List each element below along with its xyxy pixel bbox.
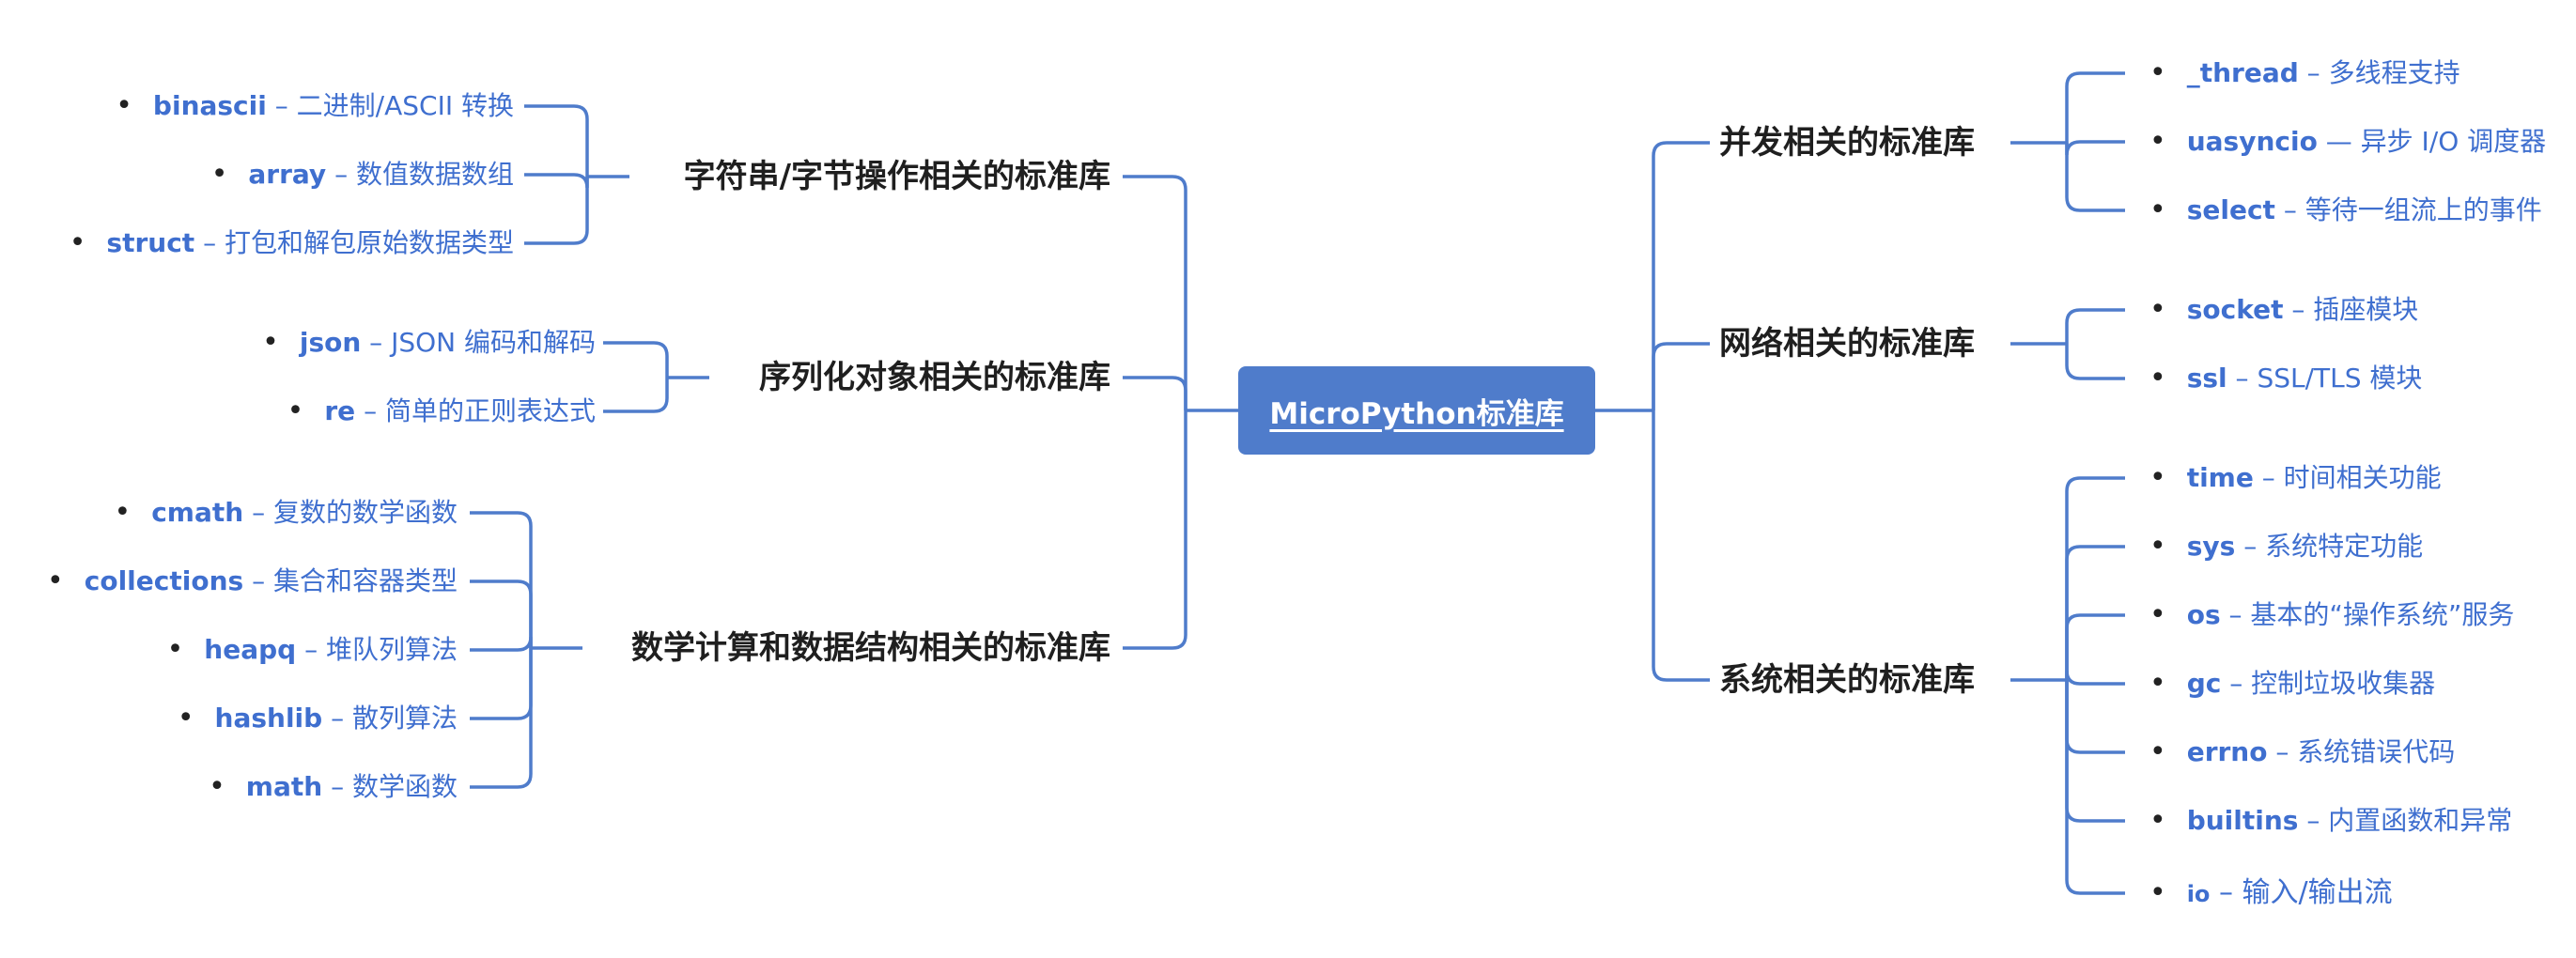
- right-branch-connector: [1652, 410, 1710, 682]
- leaf-errno[interactable]: •errno – 系统错误代码: [2149, 735, 2456, 768]
- leaf-os[interactable]: •os – 基本的“操作系统”服务: [2149, 598, 2515, 631]
- branch-system[interactable]: 系统相关的标准库: [1719, 661, 1975, 699]
- left-leaf-connector: [524, 173, 589, 189]
- left-leaf-connector: [470, 636, 533, 652]
- leaf-ssl[interactable]: •ssl – SSL/TLS 模块: [2149, 362, 2423, 394]
- leaf-math[interactable]: •math – 数学函数: [209, 770, 458, 803]
- leaf-thread[interactable]: •_thread – 多线程支持: [2149, 56, 2460, 89]
- left-branch-connector: [1123, 376, 1187, 410]
- bullet-icon: •: [69, 226, 86, 259]
- bullet-icon: •: [2149, 876, 2166, 909]
- bullet-icon: •: [262, 326, 279, 359]
- bullet-icon: •: [2149, 125, 2166, 158]
- left-leaf-connector: [524, 177, 589, 245]
- bullet-icon: •: [166, 633, 184, 666]
- bullet-icon: •: [2149, 804, 2166, 837]
- bullet-icon: •: [116, 89, 132, 122]
- right-leaf-connector: [2065, 613, 2125, 680]
- bullet-icon: •: [2149, 461, 2166, 494]
- left-leaf-connector: [470, 648, 533, 789]
- branch-network[interactable]: 网络相关的标准库: [1719, 325, 1975, 363]
- left-leaf-connector: [603, 341, 669, 378]
- bullet-icon: •: [2149, 530, 2166, 563]
- leaf-builtins[interactable]: •builtins – 内置函数和异常: [2149, 804, 2513, 837]
- bullet-icon: •: [2149, 293, 2166, 326]
- left-leaf-connector: [470, 648, 533, 720]
- bullet-icon: •: [2149, 598, 2166, 631]
- leaf-time[interactable]: •time – 时间相关功能: [2149, 461, 2442, 494]
- bullet-icon: •: [47, 564, 64, 597]
- bullet-icon: •: [2149, 193, 2166, 226]
- branch-math-datastructures[interactable]: 数学计算和数据结构相关的标准库: [631, 629, 1110, 667]
- leaf-gc[interactable]: •gc – 控制垃圾收集器: [2149, 667, 2436, 700]
- left-leaf-connector: [470, 511, 533, 648]
- right-leaf-connector: [2065, 344, 2125, 380]
- leaf-binascii[interactable]: •binascii – 二进制/ASCII 转换: [116, 89, 514, 122]
- left-leaf-connector: [470, 579, 533, 648]
- branch-concurrency[interactable]: 并发相关的标准库: [1719, 124, 1975, 162]
- left-branch-connector: [1123, 410, 1187, 650]
- leaf-struct[interactable]: •struct – 打包和解包原始数据类型: [69, 226, 514, 259]
- right-branch-connector: [1652, 141, 1710, 410]
- right-branch-connector: [1652, 342, 1710, 410]
- right-leaf-connector: [2065, 308, 2125, 344]
- leaf-socket[interactable]: •socket – 插座模块: [2149, 293, 2419, 326]
- leaf-json[interactable]: •json – JSON 编码和解码: [262, 326, 596, 359]
- leaf-io[interactable]: •io – 输入/输出流: [2149, 876, 2393, 909]
- right-leaf-connector: [2065, 143, 2125, 212]
- bullet-icon: •: [2149, 56, 2166, 89]
- leaf-hashlib[interactable]: •hashlib – 散列算法: [177, 702, 458, 734]
- bullet-icon: •: [2149, 362, 2166, 394]
- right-leaf-connector: [2065, 545, 2125, 680]
- left-branch-connector: [1123, 175, 1187, 410]
- right-leaf-connector: [2065, 476, 2125, 680]
- bullet-icon: •: [2149, 735, 2166, 768]
- leaf-sys[interactable]: •sys – 系统特定功能: [2149, 530, 2424, 563]
- right-leaf-connector: [2065, 71, 2125, 143]
- bullet-icon: •: [287, 394, 304, 427]
- leaf-re[interactable]: •re – 简单的正则表达式: [287, 394, 596, 427]
- branch-serialization[interactable]: 序列化对象相关的标准库: [759, 359, 1110, 396]
- bullet-icon: •: [209, 770, 225, 803]
- right-leaf-connector: [2065, 140, 2125, 156]
- right-leaf-connector: [2065, 680, 2125, 895]
- left-leaf-connector: [603, 378, 669, 413]
- root-node[interactable]: MicroPython标准库: [1238, 366, 1595, 455]
- bullet-icon: •: [2149, 667, 2166, 700]
- right-leaf-connector: [2065, 670, 2125, 686]
- leaf-array[interactable]: •array – 数值数据数组: [210, 158, 514, 191]
- right-leaf-connector: [2065, 680, 2125, 754]
- left-leaf-connector: [524, 104, 589, 177]
- branch-string-bytes[interactable]: 字符串/字节操作相关的标准库: [683, 158, 1110, 195]
- leaf-cmath[interactable]: •cmath – 复数的数学函数: [114, 496, 458, 529]
- leaf-collections[interactable]: •collections – 集合和容器类型: [47, 564, 458, 597]
- bullet-icon: •: [210, 158, 228, 191]
- leaf-heapq[interactable]: •heapq – 堆队列算法: [166, 633, 458, 666]
- leaf-uasyncio[interactable]: •uasyncio — 异步 I/O 调度器: [2149, 125, 2547, 158]
- leaf-select[interactable]: •select – 等待一组流上的事件: [2149, 193, 2542, 226]
- bullet-icon: •: [177, 702, 194, 734]
- bullet-icon: •: [114, 496, 132, 529]
